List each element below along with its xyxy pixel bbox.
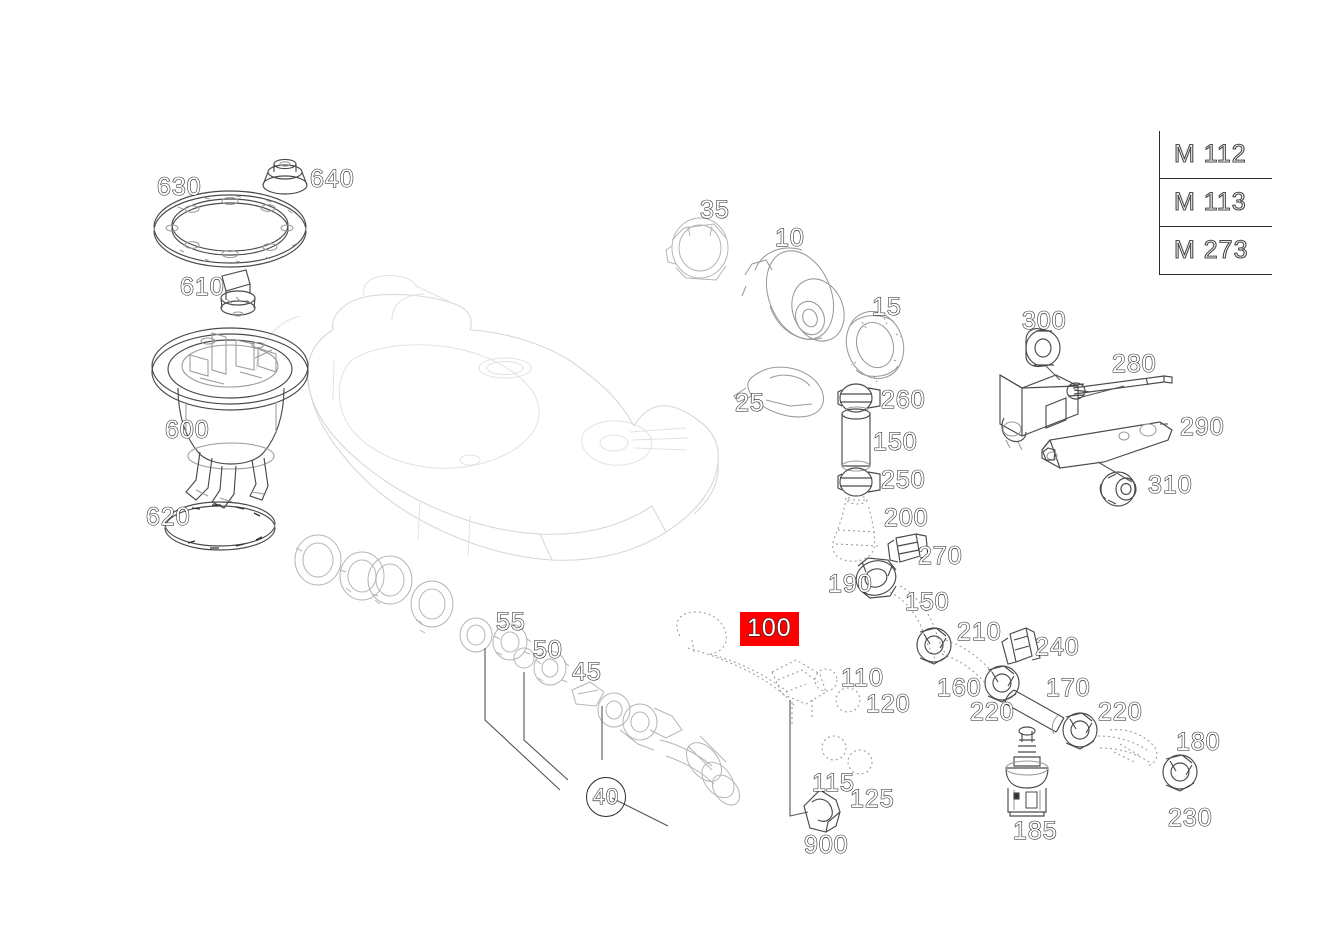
part-35-filter-cap [665,217,729,281]
callout-250[interactable]: 250 [880,466,926,494]
callout-610[interactable]: 610 [179,273,225,301]
part-110-120-connector [771,659,873,775]
callout-600[interactable]: 600 [164,416,210,444]
callout-160[interactable]: 160 [936,674,982,702]
part-260-hose-clamp [837,383,881,413]
part-220-hose-clamp-a [984,665,1020,703]
legend-code: M 112 [1173,139,1247,168]
part-185-fuel-pressure-regulator [1005,726,1049,817]
part-310-rubber-mount [1099,471,1137,507]
callout-640[interactable]: 640 [309,165,355,193]
callout-100-highlighted[interactable]: 100 [740,612,799,646]
part-640-cap-nut [262,158,308,195]
part-180-fuel-hose [1097,729,1158,767]
part-240-hose-clamp [1001,627,1041,665]
part-900-electrical-connector [803,789,841,833]
part-300-rubber-bush [1025,328,1061,368]
callout-300[interactable]: 300 [1021,307,1067,335]
callout-120[interactable]: 120 [865,690,911,718]
callout-210[interactable]: 210 [956,618,1002,646]
callout-620[interactable]: 620 [145,503,191,531]
part-15-filter-ring [845,311,905,383]
seal-ring-chain [294,534,493,653]
part-100-fuel-line [676,611,797,709]
callout-40[interactable]: 40 [586,777,626,817]
callout-55[interactable]: 55 [495,608,526,636]
part-290-mounting-bracket [1041,421,1173,469]
callout-290[interactable]: 290 [1179,413,1225,441]
part-150-fuel-hose-a [841,406,871,472]
callout-190[interactable]: 190 [827,570,873,598]
callout-310[interactable]: 310 [1147,471,1193,499]
callout-280[interactable]: 280 [1111,350,1157,378]
callout-125[interactable]: 125 [849,785,895,813]
callout-150[interactable]: 150 [904,588,950,616]
part-220-hose-clamp-b [1062,712,1098,750]
part-280-retaining-rod [1066,375,1173,400]
callout-240[interactable]: 240 [1034,633,1080,661]
callout-180[interactable]: 180 [1175,728,1221,756]
part-270-hose-clamp [887,533,929,563]
part-190-connector [855,557,897,599]
callout-10[interactable]: 10 [774,224,805,252]
callout-50[interactable]: 50 [532,636,563,664]
part-600-fuel-level-sender [151,327,309,509]
part-210-hose-clamp [916,627,952,665]
part-10-fuel-filter [741,247,845,342]
part-160-hose-connector [941,639,993,685]
callout-900[interactable]: 900 [803,831,849,859]
callout-200[interactable]: 200 [883,504,929,532]
part-250-hose-clamp [837,467,881,497]
callout-260[interactable]: 260 [880,386,926,414]
engine-code-legend: M 112 M 113 M 273 [1159,131,1272,275]
callout-15[interactable]: 15 [871,293,902,321]
callout-35[interactable]: 35 [699,196,730,224]
legend-row: M 273 [1160,227,1272,275]
callout-45[interactable]: 45 [571,658,602,686]
part-200-pump-outlet [832,495,879,562]
legend-code: M 273 [1173,235,1249,264]
callout-115[interactable]: 115 [811,769,855,797]
legend-code: M 113 [1173,187,1247,216]
callout-220[interactable]: 220 [1097,698,1143,726]
callout-220[interactable]: 220 [969,698,1015,726]
legend-row: M 113 [1160,179,1272,227]
callout-150[interactable]: 150 [872,428,918,456]
part-25-filter-bracket [733,366,824,418]
part-630-locking-ring [153,190,307,268]
callout-630[interactable]: 630 [156,173,202,201]
part-620-seal-ring [164,501,276,551]
callout-185[interactable]: 185 [1012,817,1058,845]
part-230-hose-clamp [1162,754,1198,792]
callout-230[interactable]: 230 [1167,804,1213,832]
part-610-sensor [220,269,256,317]
legend-row: M 112 [1160,131,1272,179]
part-170-fuel-hose [1004,689,1065,735]
callout-270[interactable]: 270 [917,542,963,570]
callout-25[interactable]: 25 [734,389,765,417]
callout-110[interactable]: 110 [840,664,884,692]
callout-170[interactable]: 170 [1045,674,1091,702]
